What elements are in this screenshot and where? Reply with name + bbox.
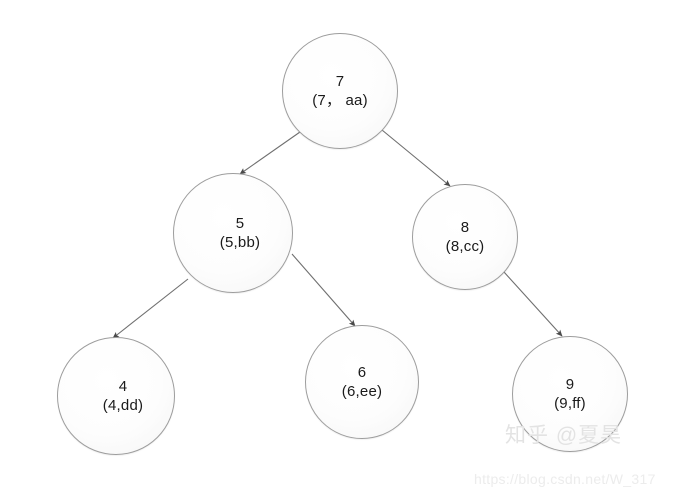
- tree-node-5[interactable]: 5 (5,bb): [173, 173, 293, 293]
- node-key: 7: [335, 72, 345, 90]
- node-pair: (6,ee): [341, 382, 383, 400]
- tree-node-9[interactable]: 9 (9,ff): [512, 336, 628, 452]
- node-pair: (8,cc): [445, 237, 485, 255]
- tree-edge-n8-n9: [503, 271, 563, 337]
- tree-edge-n5-n4: [112, 278, 189, 339]
- node-pair: (4,dd): [102, 396, 144, 414]
- node-key: 8: [460, 218, 470, 236]
- zhihu-watermark: 知乎 @夏昊: [505, 424, 623, 447]
- tree-node-4[interactable]: 4 (4,dd): [57, 337, 175, 455]
- tree-node-7[interactable]: 7 (7， aa): [282, 33, 398, 149]
- tree-edge-n7-n5: [239, 131, 301, 175]
- node-key: 9: [565, 375, 575, 393]
- node-key: 4: [118, 377, 128, 395]
- tree-node-6[interactable]: 6 (6,ee): [305, 325, 419, 439]
- node-pair: (5,bb): [219, 233, 261, 251]
- node-pair: (7， aa): [312, 91, 368, 109]
- tree-edge-n5-n6: [291, 253, 356, 327]
- tree-edge-n7-n8: [381, 129, 451, 187]
- node-key: 6: [357, 363, 367, 381]
- csdn-url-watermark: https://blog.csdn.net/W_317: [474, 471, 656, 487]
- node-pair: (9,ff): [554, 394, 586, 412]
- node-key: 5: [235, 214, 245, 232]
- tree-node-8[interactable]: 8 (8,cc): [412, 184, 518, 290]
